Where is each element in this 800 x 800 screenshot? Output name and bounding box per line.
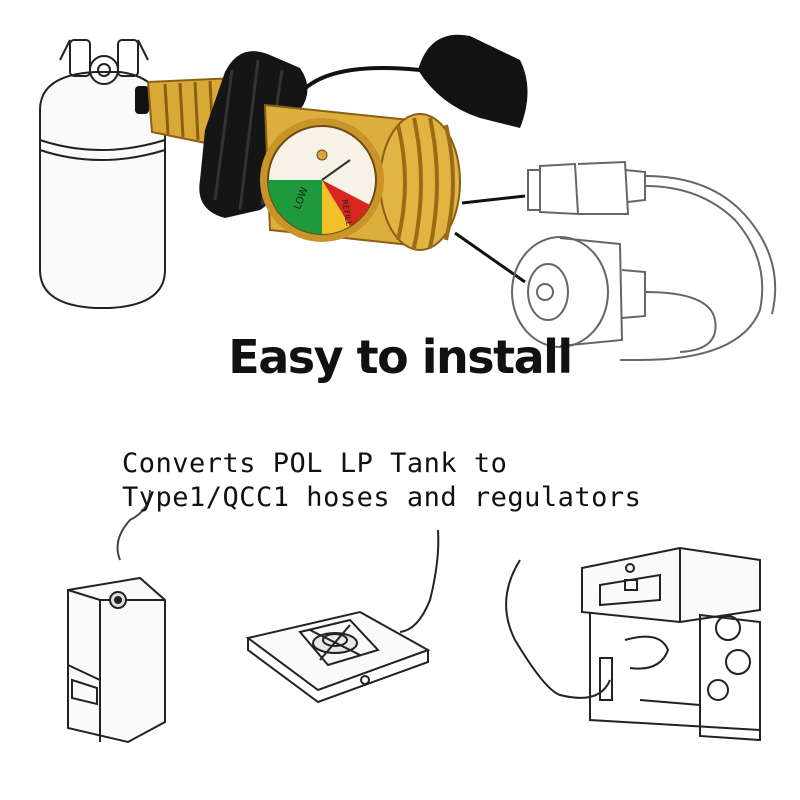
pol-adapter-icon: LOW REFILL xyxy=(135,51,461,251)
gas-burner-icon xyxy=(245,529,440,704)
pointer-lines xyxy=(454,194,526,284)
water-heater-icon xyxy=(67,489,166,744)
caption-line-1: Converts POL LP Tank to xyxy=(122,448,508,479)
propane-tank-icon xyxy=(39,39,166,309)
caption-line-2: Type1/QCC1 hoses and regulators xyxy=(122,482,642,513)
headline-easy-to-install: Easy to install xyxy=(228,330,573,384)
qcc1-hose-icon xyxy=(511,160,777,361)
gas-grill-icon xyxy=(505,546,761,742)
